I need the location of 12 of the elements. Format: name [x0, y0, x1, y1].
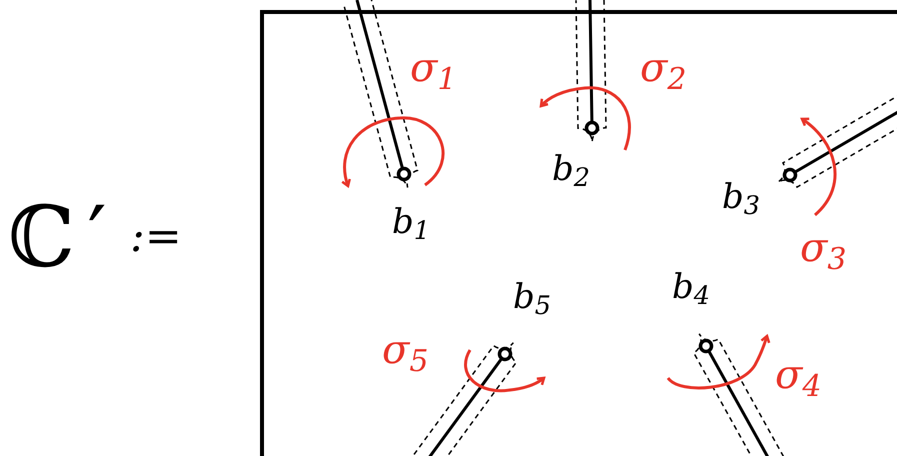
math-label: :=: [130, 215, 182, 259]
math-label: b$_{5}$: [513, 280, 551, 314]
braid-generator-label: σ$_{2}$: [640, 48, 686, 88]
math-label: b$_{4}$: [672, 270, 710, 304]
math-label: b$_{2}$: [552, 152, 590, 186]
math-label: b$_{3}$: [722, 180, 760, 214]
braid-generator-label: σ$_{4}$: [775, 355, 822, 395]
math-label: ℂ′: [8, 195, 120, 279]
braid-generator-label: σ$_{3}$: [800, 228, 846, 268]
braid-generator-label: σ$_{5}$: [382, 330, 428, 370]
braid-generator-label: σ$_{1}$: [410, 48, 456, 88]
math-label: b$_{1}$: [392, 205, 430, 239]
